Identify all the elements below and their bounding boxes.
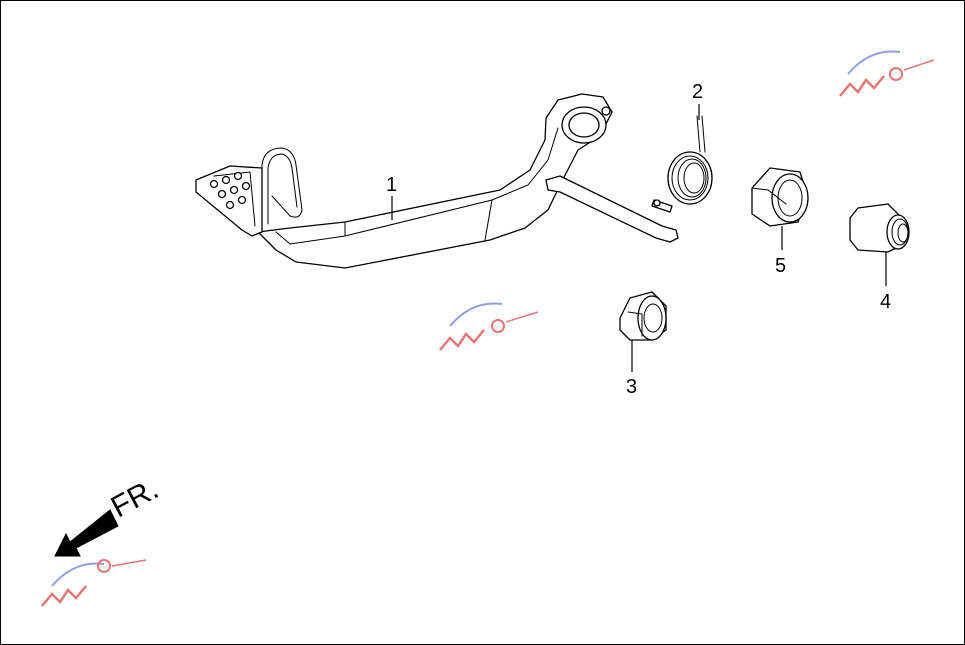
front-label: FR. (106, 472, 164, 524)
front-direction-arrow: FR. (54, 472, 164, 557)
callout-2: 2 (692, 81, 703, 103)
part-3-washer (619, 291, 667, 341)
part-4-collar (849, 203, 910, 253)
callout-4: 4 (880, 291, 891, 313)
watermark-logo (41, 559, 147, 607)
part-1-brake-pedal (195, 93, 679, 269)
callout-1: 1 (386, 174, 397, 196)
watermark-logo (839, 50, 935, 97)
part-2-spring (651, 115, 713, 213)
watermark-logo (439, 302, 539, 351)
part-5-bushing (751, 167, 809, 227)
callout-5: 5 (775, 255, 786, 277)
callout-3: 3 (626, 376, 637, 398)
